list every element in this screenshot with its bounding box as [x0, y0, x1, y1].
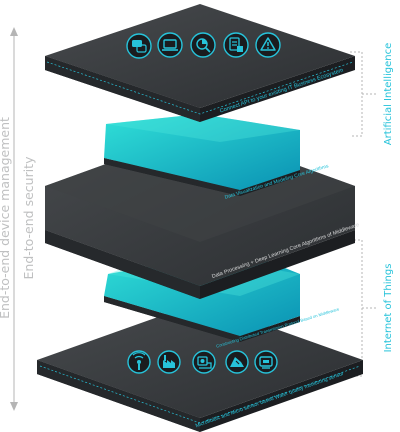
reports-icon: [223, 32, 249, 58]
factory-icon: [157, 350, 181, 374]
iot-bracket: [350, 239, 378, 377]
internet-of-things-label: Internet of Things: [383, 264, 394, 353]
alert-icon: [255, 32, 281, 58]
laptop-icon: [157, 32, 183, 58]
excavator-icon: [225, 350, 249, 374]
analytics-icon: [190, 32, 216, 58]
api-icon-row: [126, 32, 281, 59]
security-label: End-to-end security: [21, 156, 36, 280]
device-icon: [254, 350, 278, 374]
layer-visualization: Data Visualization and Modeling Core Alg…: [104, 114, 330, 201]
device-management-label: End-to-end device management: [0, 117, 12, 319]
artificial-intelligence-label: Artificial Intelligence: [383, 43, 394, 146]
sensor-icon-row: [127, 350, 278, 374]
signal-icon: [127, 350, 151, 374]
vertical-double-arrow: [10, 27, 18, 411]
chat-icon: [126, 33, 152, 59]
ai-bracket: [350, 51, 378, 137]
meter-icon: [192, 350, 216, 374]
layer-api: Connect API to your existing IT Business…: [45, 4, 355, 122]
